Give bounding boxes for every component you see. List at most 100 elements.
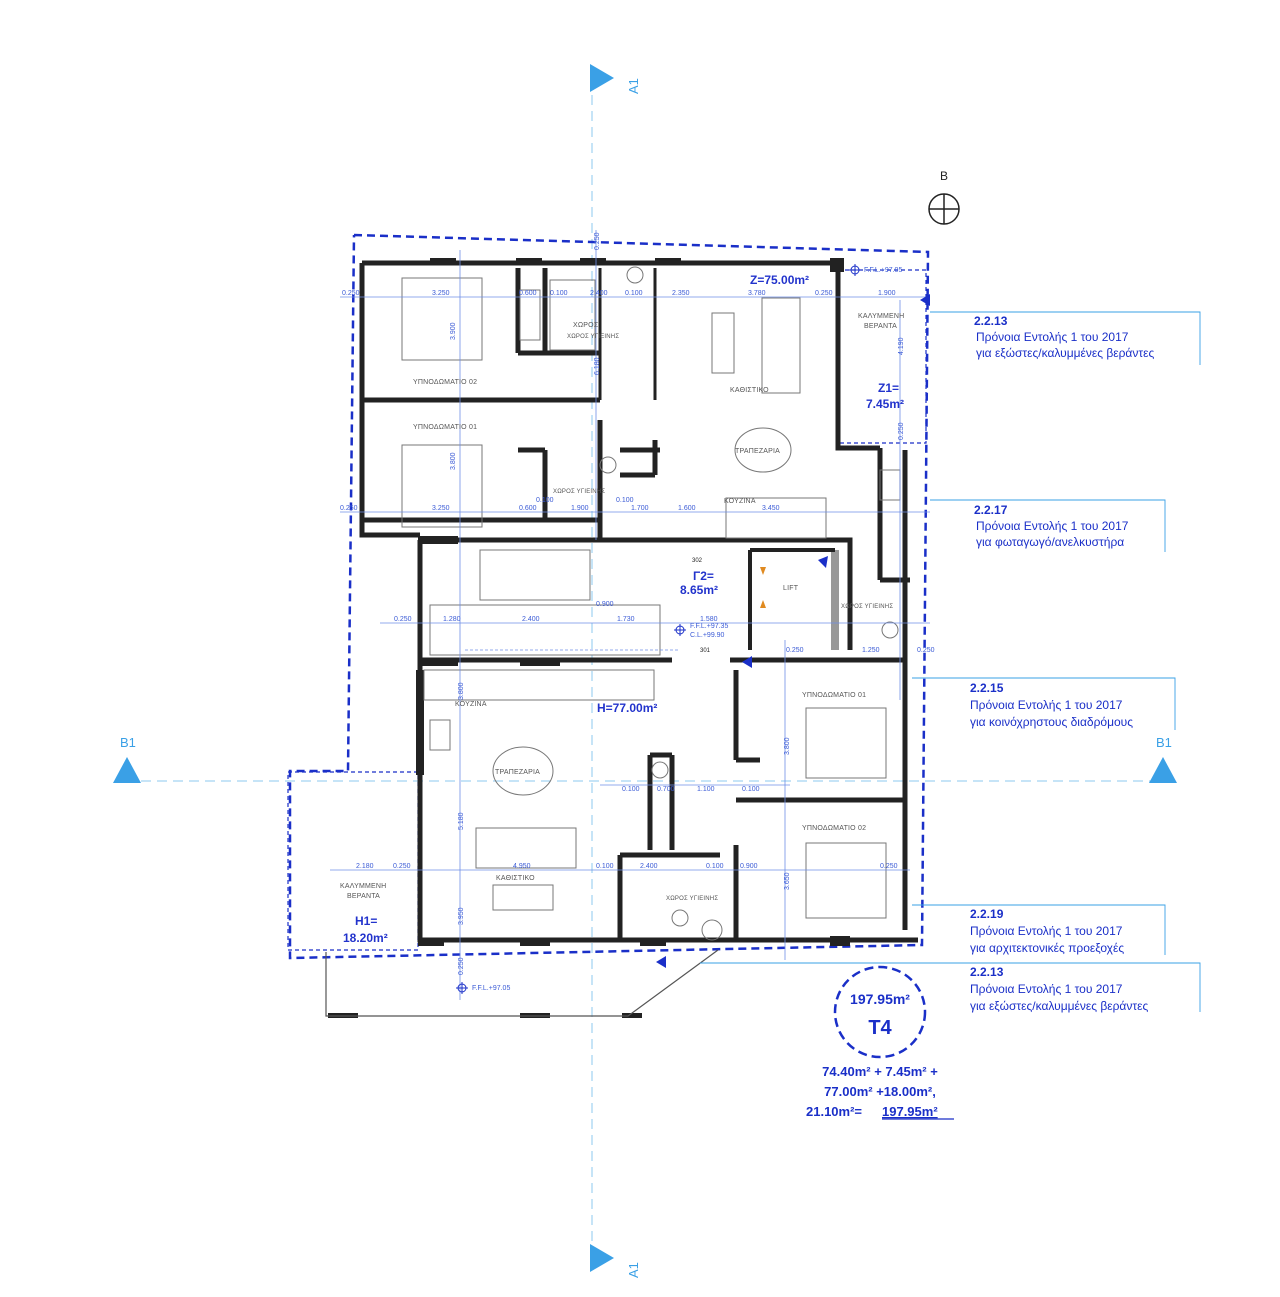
dim: 1.700 (631, 505, 649, 512)
room-veranda-upper-l2: ΒΕΡΑΝΤΑ (864, 323, 897, 330)
dim: 0.250 (898, 422, 905, 440)
dim: 0.250 (458, 957, 465, 975)
dim: 0.100 (536, 497, 554, 504)
level-markers (456, 264, 861, 994)
dim: 5.180 (458, 812, 465, 830)
room-bath-upper1-l: ΧΩΡΟΣ (573, 322, 599, 329)
dim: 1.580 (700, 616, 718, 623)
cl-2: C.L.+99.90 (690, 632, 725, 639)
dim: 2.400 (522, 616, 540, 623)
room-bath-lower: ΧΩΡΟΣ ΥΓΙΕΙΝΗΣ (666, 896, 718, 902)
north-symbol: B (928, 169, 960, 225)
area-g2-l1: Γ2= (693, 569, 714, 583)
axis-a1-bottom-label: A1 (626, 1262, 641, 1278)
dim: 3.250 (432, 505, 450, 512)
axis-markers: A1 A1 B1 B1 (113, 64, 1177, 1278)
dim: 1.730 (617, 616, 635, 623)
area-h1-l1: H1= (355, 914, 377, 928)
note-ref: 2.2.17 (974, 503, 1008, 517)
note-2-2-13-b: 2.2.13 Πρόνοια Εντολής 1 του 2017 για εξ… (970, 965, 1148, 1013)
main-boundary (288, 233, 930, 960)
dim: 3.800 (458, 682, 465, 700)
dim: 3.950 (458, 907, 465, 925)
note-line2: για κοινόχρηστους διαδρόμους (970, 715, 1133, 729)
axis-lines (125, 95, 1175, 1265)
dim: 0.600 (519, 290, 537, 297)
dim: 0.100 (596, 863, 614, 870)
dim: 0.900 (596, 601, 614, 608)
room-veranda-lower-l1: ΚΑΛΥΜΜΕΝΗ (340, 883, 386, 890)
room-lift: LIFT (783, 585, 799, 592)
dim: 1.100 (697, 786, 715, 793)
ffl-top: F.F.L.+97.05 (864, 267, 902, 274)
dim: 0.250 (340, 505, 358, 512)
veranda-lower-outline (325, 949, 719, 1017)
note-line1: Πρόνοια Εντολής 1 του 2017 (970, 698, 1123, 712)
axis-b1-left-arrow-icon (113, 757, 141, 783)
dim: 2.180 (356, 863, 374, 870)
sum-line3b: 197.95m² (882, 1104, 938, 1119)
room-bed01-upper: ΥΠΝΟΔΩΜΑΤΙΟ 01 (413, 424, 477, 431)
windows (328, 258, 850, 1018)
dim: 2.350 (672, 290, 690, 297)
dim: 0.250 (342, 290, 360, 297)
dimension-values: 0.250 3.250 0.600 0.100 2.400 0.100 2.35… (340, 232, 935, 975)
dimension-lines (330, 230, 930, 1000)
dim: 0.100 (616, 497, 634, 504)
dim: 0.250 (786, 647, 804, 654)
dim: 1.280 (443, 616, 461, 623)
axis-b1-right-label: B1 (1156, 735, 1172, 750)
level-labels: F.F.L.+97.05 F.F.L.+97.05 F.F.L.+97.35 C… (472, 267, 902, 992)
room-kitchen-lower: ΚΟΥΖΙΝΑ (455, 701, 487, 708)
axis-a1-bottom-arrow-icon (590, 1244, 614, 1272)
note-leaders (700, 311, 1201, 1012)
area-z1-l2: 7.45m² (866, 397, 904, 411)
note-line2: για εξώστες/καλυμμένες βεράντες (970, 999, 1148, 1013)
room-veranda-lower-l2: ΒΕΡΑΝΤΑ (347, 893, 380, 900)
step-up: 302 (692, 558, 703, 564)
dim: 4.950 (513, 863, 531, 870)
dim: 0.250 (880, 863, 898, 870)
dim: 0.250 (815, 290, 833, 297)
room-bath-upper1: ΧΩΡΟΣ ΥΓΙΕΙΝΗΣ (567, 334, 619, 340)
dim: 0.250 (594, 232, 601, 250)
lift-arrows (656, 294, 930, 968)
dim: 3.650 (784, 872, 791, 890)
step-down: 301 (700, 648, 711, 654)
dim: 3.800 (450, 452, 457, 470)
sum-line1: 74.40m² + 7.45m² + (822, 1064, 938, 1079)
note-line2: για αρχιτεκτονικές προεξοχές (970, 941, 1124, 955)
dim: 0.700 (657, 786, 675, 793)
note-ref: 2.2.13 (970, 965, 1004, 979)
dim: 3.800 (784, 737, 791, 755)
area-g2-l2: 8.65m² (680, 583, 718, 597)
dim: 0.900 (740, 863, 758, 870)
area-z1-l1: Z1= (878, 381, 899, 395)
unit-badge-code: T4 (868, 1017, 892, 1039)
room-bed02-lower: ΥΠΝΟΔΩΜΑΤΙΟ 02 (802, 825, 866, 832)
unit-badge: 197.95m² T4 (833, 965, 927, 1059)
dim: 0.100 (742, 786, 760, 793)
note-ref: 2.2.19 (970, 907, 1004, 921)
dim: 1.900 (878, 290, 896, 297)
note-line1: Πρόνοια Εντολής 1 του 2017 (976, 330, 1129, 344)
dim: 0.600 (519, 505, 537, 512)
note-2-2-13-a: 2.2.13 Πρόνοια Εντολής 1 του 2017 για εξ… (974, 314, 1154, 360)
note-2-2-17: 2.2.17 Πρόνοια Εντολής 1 του 2017 για φω… (974, 503, 1129, 549)
lift-down-arrow-icon (760, 600, 766, 608)
room-kitchen-upper: ΚΟΥΖΙΝΑ (724, 498, 756, 505)
note-2-2-15: 2.2.15 Πρόνοια Εντολής 1 του 2017 για κο… (970, 681, 1133, 729)
axis-a1-top-arrow-icon (590, 64, 614, 92)
dim: 2.400 (590, 290, 608, 297)
veranda-lower-boundary (287, 771, 419, 951)
cl-1: F.F.L.+97.35 (690, 623, 728, 630)
unit-badge-circle (833, 965, 927, 1059)
note-2-2-19: 2.2.19 Πρόνοια Εντολής 1 του 2017 για αρ… (970, 907, 1124, 955)
note-ref: 2.2.15 (970, 681, 1004, 695)
dim: 3.900 (450, 322, 457, 340)
axis-b1-left-label: B1 (120, 735, 136, 750)
room-living-lower: ΚΑΘΙΣΤΙΚΟ (496, 875, 535, 882)
dim: 0.100 (550, 290, 568, 297)
sum-line2: 77.00m² +18.00m², (824, 1084, 936, 1099)
